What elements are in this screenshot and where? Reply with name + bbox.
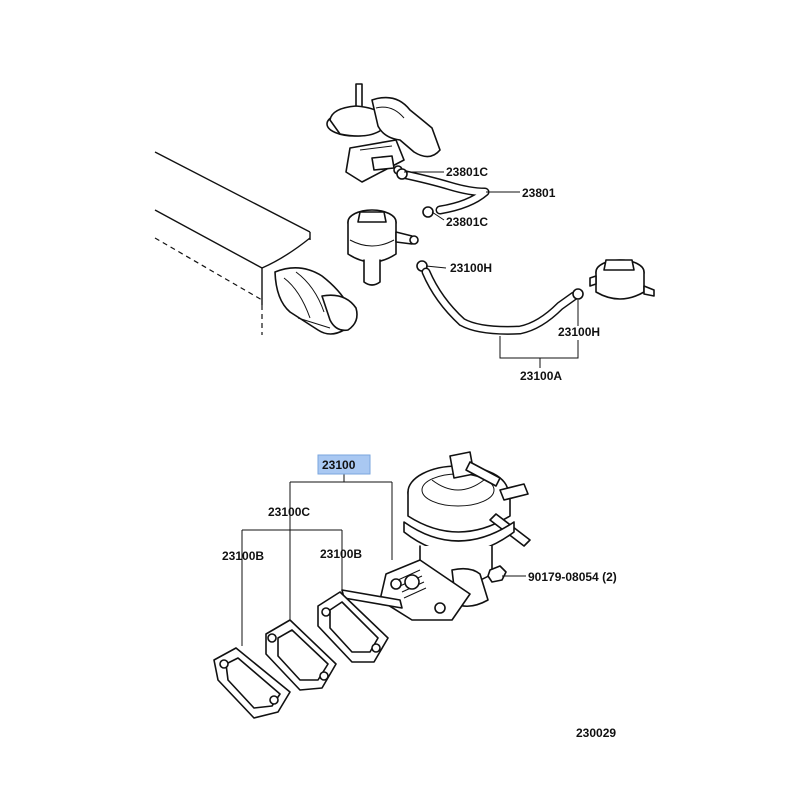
callout-23100-highlight bbox=[317, 454, 371, 475]
callout-23801: 23801 bbox=[522, 186, 556, 200]
callout-23100b-right: 23100B bbox=[320, 547, 362, 561]
carburetor-fitting-drawing bbox=[326, 83, 441, 183]
gasket-right-drawing bbox=[317, 591, 389, 663]
callout-23801c-top: 23801C bbox=[446, 165, 488, 179]
callout-23100a: 23100A bbox=[520, 369, 562, 383]
hose-23801-drawing bbox=[396, 168, 490, 218]
callout-90179-08054: 90179-08054 (2) bbox=[528, 570, 617, 584]
figure-number: 230029 bbox=[576, 726, 616, 740]
callout-23100h-right: 23100H bbox=[558, 325, 600, 339]
hose-23100a-drawing bbox=[416, 260, 584, 335]
pressure-regulator-drawing bbox=[589, 259, 655, 300]
callout-23100b-left: 23100B bbox=[222, 549, 264, 563]
callout-23100c: 23100C bbox=[268, 505, 310, 519]
callout-23100h-left: 23100H bbox=[450, 261, 492, 275]
engine-block-drawing bbox=[154, 151, 358, 335]
callout-23801c-bottom: 23801C bbox=[446, 215, 488, 229]
leader-lines bbox=[241, 171, 579, 646]
fuel-filter-drawing bbox=[347, 209, 419, 286]
callout-23100: 23100 bbox=[322, 458, 356, 472]
fuel-pump-drawing bbox=[341, 451, 531, 621]
gasket-left-drawing bbox=[213, 647, 291, 719]
